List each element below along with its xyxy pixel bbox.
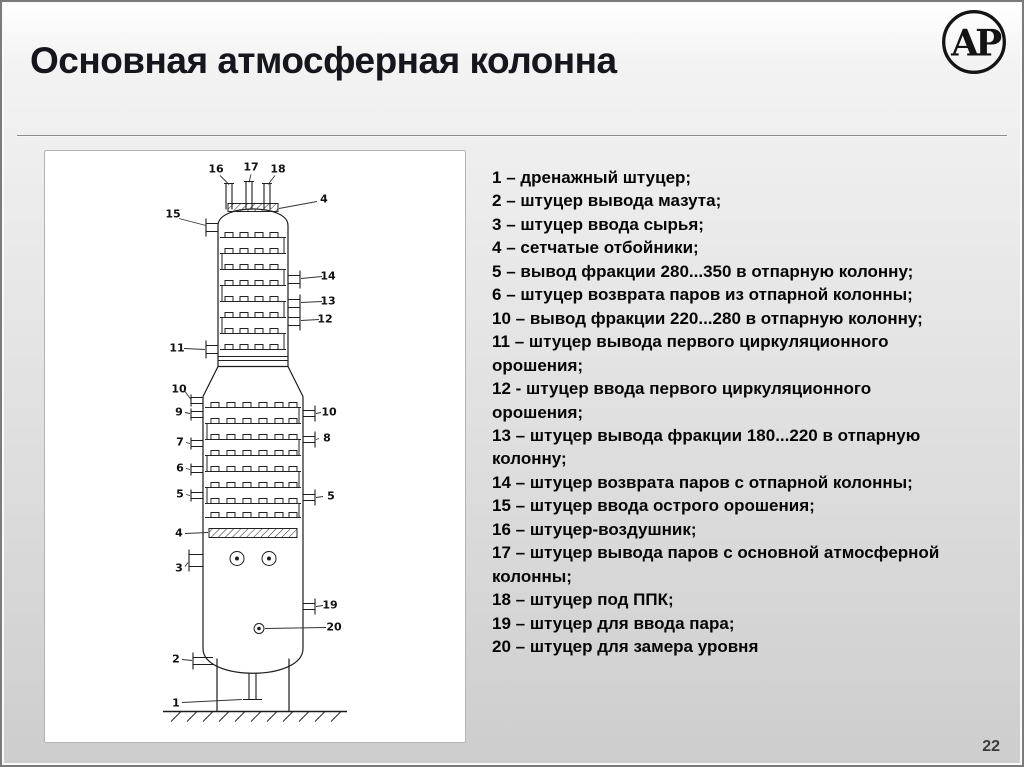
callouts: 16 17 18 15 4 14 13 12 11 10 9 10 7 8 6 …: [165, 161, 342, 710]
legend-item-text: – штуцер для ввода пара;: [515, 613, 735, 633]
legend-item-number: 5: [492, 261, 502, 281]
legend-item: 19 – штуцер для ввода пара;: [492, 612, 947, 635]
logo-emblem: АР: [942, 10, 1007, 74]
legend-item: 10 – вывод фракции 220...280 в отпарную …: [492, 307, 947, 330]
legend-item-number: 18: [492, 590, 511, 610]
legend-item-text: – штуцер для замера уровня: [515, 637, 759, 657]
upper-trays: [218, 232, 288, 361]
legend-item: 13 – штуцер вывода фракции 180...220 в о…: [492, 424, 947, 471]
legend-item: 5 – вывод фракции 280...350 в отпарную к…: [492, 260, 947, 283]
legend-item-number: 3: [492, 214, 502, 234]
legend-item-number: 2: [492, 191, 502, 211]
legend-item-number: 19: [492, 613, 511, 633]
callout-20: 20: [326, 621, 342, 634]
legend-item-number: 10: [492, 308, 511, 328]
callout-14: 14: [320, 270, 336, 283]
legend-item: 15 – штуцер ввода острого орошения;: [492, 494, 947, 517]
legend-item-number: 14: [492, 472, 511, 492]
legend-item-text: – дренажный штуцер;: [506, 168, 692, 187]
legend-item: 4 – сетчатые отбойники;: [492, 236, 947, 259]
callout-10-left: 10: [171, 383, 187, 396]
legend-item: 6 – штуцер возврата паров из отпарной ко…: [492, 283, 947, 306]
legend-item-text: – штуцер вывода мазута;: [506, 191, 722, 211]
nozzles: [188, 180, 316, 701]
legend-item-text: – штуцер ввода острого орошения;: [515, 496, 815, 516]
callout-7: 7: [176, 436, 184, 449]
legend-item-text: - штуцер ввода первого циркуляционного о…: [492, 379, 872, 422]
callout-13: 13: [320, 295, 335, 308]
legend-item-text: – вывод фракции 220...280 в отпарную кол…: [515, 308, 923, 328]
legend-item-number: 4: [492, 238, 502, 258]
legend-item: 12 - штуцер ввода первого циркуляционног…: [492, 377, 947, 424]
ground-hatch: [170, 711, 342, 722]
legend-list: 1 – дренажный штуцер; 2 – штуцер вывода …: [492, 166, 947, 659]
legend-item-text: – штуцер возврата паров из отпарной коло…: [506, 285, 913, 305]
legend-item-text: – штуцер под ППК;: [515, 590, 674, 610]
callout-19: 19: [322, 599, 337, 612]
callout-1: 1: [172, 697, 180, 710]
legend-item-text: – штуцер возврата паров с отпарной колон…: [515, 472, 913, 492]
callout-6: 6: [176, 462, 184, 475]
callout-18: 18: [270, 163, 285, 176]
legend-item-number: 13: [492, 425, 511, 445]
legend-item: 11 – штуцер вывода первого циркуляционно…: [492, 330, 947, 377]
legend-item-text: – штуцер вывода паров с основной атмосфе…: [492, 543, 940, 586]
legend-item: 2 – штуцер вывода мазута;: [492, 189, 947, 212]
legend-item-number: 16: [492, 519, 511, 539]
level-tap: [253, 623, 265, 634]
column-shell: [163, 208, 347, 713]
legend-item-text: – штуцер вывода фракции 180...220 в отпа…: [492, 425, 921, 469]
legend-item: 20 – штуцер для замера уровня: [492, 635, 947, 658]
legend-item-text: – штуцер ввода сырья;: [506, 214, 704, 234]
legend-item-number: 6: [492, 285, 502, 305]
legend-item-number: 15: [492, 496, 511, 516]
column-diagram: 16 17 18 15 4 14 13 12 11 10 9 10 7 8 6 …: [163, 161, 347, 722]
legend-item: 3 – штуцер ввода сырья;: [492, 213, 947, 236]
feed-distributors: [229, 551, 277, 566]
callout-15: 15: [165, 208, 180, 221]
legend-item-number: 20: [492, 637, 511, 657]
lower-trays: [204, 402, 302, 518]
legend-item-text: – штуцер-воздушник;: [515, 519, 697, 539]
callout-11: 11: [169, 342, 184, 355]
legend-item-number: 11: [492, 332, 510, 352]
callout-4-top: 4: [320, 193, 328, 206]
callout-2: 2: [172, 653, 180, 666]
legend-item: 14 – штуцер возврата паров с отпарной ко…: [492, 471, 947, 494]
page-number: 22: [982, 738, 1000, 755]
callout-5-right: 5: [327, 490, 335, 503]
legend-item-text: – вывод фракции 280...350 в отпарную кол…: [506, 261, 914, 281]
legend-item-number: 17: [492, 543, 511, 563]
legend-item-number: 1: [492, 168, 502, 187]
callout-5-left: 5: [176, 488, 184, 501]
logo-circle: [942, 10, 1006, 74]
logo-monogram: АР: [951, 22, 1003, 64]
callout-17: 17: [243, 161, 258, 174]
callout-3: 3: [175, 562, 183, 575]
legend-item-text: – штуцер вывода первого циркуляционного …: [492, 332, 889, 375]
callout-8: 8: [323, 432, 331, 445]
callout-9: 9: [175, 406, 183, 419]
legend-item: 17 – штуцер вывода паров с основной атмо…: [492, 541, 947, 588]
mesh-demisters: [208, 203, 298, 538]
legend-item-text: – сетчатые отбойники;: [506, 238, 699, 258]
legend-item: 16 – штуцер-воздушник;: [492, 518, 947, 541]
callout-4-left: 4: [175, 527, 183, 540]
diagram-panel: 16 17 18 15 4 14 13 12 11 10 9 10 7 8 6 …: [44, 150, 466, 743]
title-divider: [17, 135, 1007, 137]
callout-10-right: 10: [321, 406, 337, 419]
legend-item: 1 – дренажный штуцер;: [492, 166, 947, 189]
legend-item: 18 – штуцер под ППК;: [492, 588, 947, 611]
callout-16: 16: [208, 163, 224, 176]
callout-12: 12: [317, 313, 332, 326]
page-title: Основная атмосферная колонна: [30, 40, 617, 81]
legend-item-number: 12: [492, 379, 511, 399]
leader-lines: [178, 174, 327, 703]
